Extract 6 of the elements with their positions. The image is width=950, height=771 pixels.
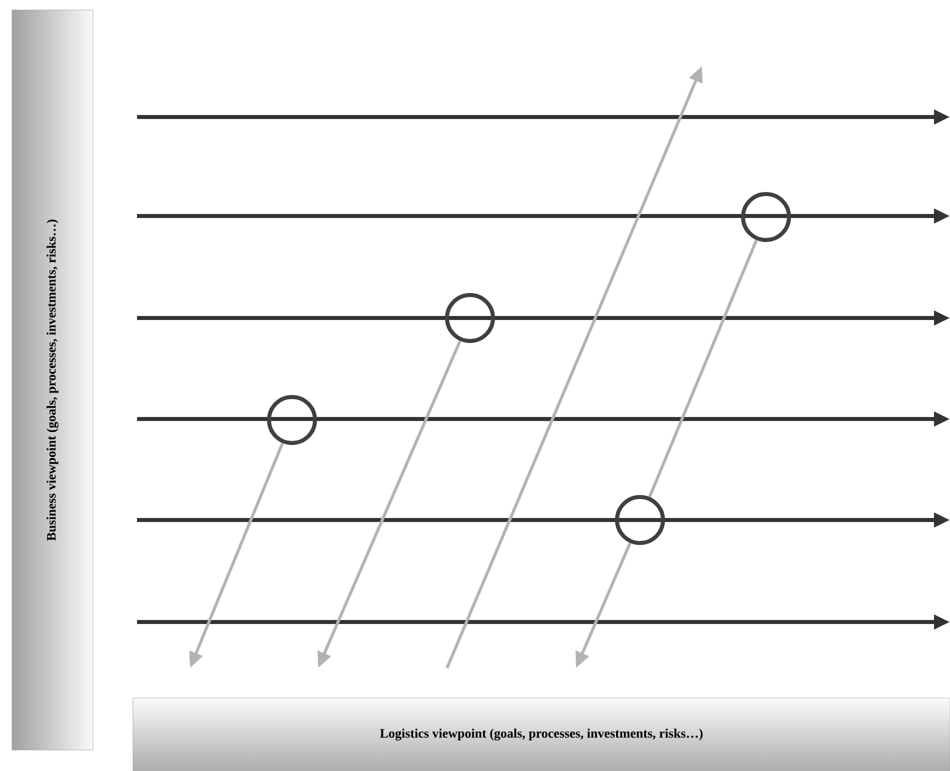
label-bar: Business viewpoint (goals, processes, investments, risks…) — [12, 10, 94, 750]
circle-marker — [267, 395, 317, 445]
circle-marker — [741, 192, 791, 242]
circle-marker — [445, 293, 495, 343]
label-bar: Logistics viewpoint (goals, processes, investments, risks…) — [132, 698, 950, 771]
circle-marker — [615, 495, 665, 545]
